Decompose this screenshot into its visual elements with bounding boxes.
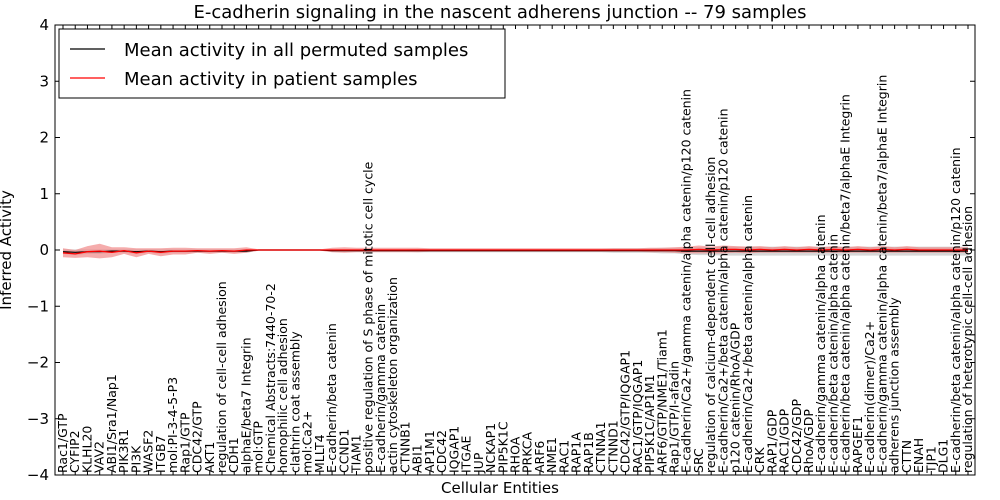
x-tick-label: ITGAE [459, 435, 474, 473]
x-tick-label: RAP1A [569, 432, 584, 473]
x-tick-label: Rap1/GTP/I-afadin [667, 361, 682, 473]
x-tick-label: mol:Ca2+ [300, 411, 315, 473]
x-tick-label: E-cadherin(dimer)/Ca2+ [862, 321, 877, 473]
x-tick-label: PIP5K1C/AP1M1 [642, 374, 657, 473]
series-line-1 [62, 248, 968, 255]
x-tick-label: E-cadherin/gamma catenin/alpha catenin [813, 214, 828, 473]
x-tick-label: ENAH [911, 438, 926, 473]
y-tick-label: −3 [27, 410, 49, 428]
y-tick-label: 3 [39, 72, 49, 90]
x-tick-label: actin cytoskeleton organization [385, 277, 400, 473]
x-tick-label: p120 catenin/RhoA/GDP [728, 322, 743, 473]
x-tick-label: regulation of heterotypic cell-cell adhe… [960, 206, 975, 473]
x-tick-label: RAC1/GTP/IQGAP1 [630, 360, 645, 473]
y-tick-label: 2 [39, 129, 49, 147]
x-tick-label: IQGAP1 [446, 426, 461, 473]
x-tick-label: CTNNB1 [397, 421, 412, 473]
y-tick-label: 4 [39, 16, 49, 34]
x-tick-label: E-cadherin/beta catenin/alpha catenin/p1… [948, 147, 963, 473]
x-tick-label: NME1 [544, 437, 559, 473]
y-tick-label: −4 [27, 466, 49, 484]
x-tick-label: PIK3R1 [116, 429, 131, 473]
x-tick-label: VAV2 [92, 441, 107, 473]
x-tick-label: MLLT4 [312, 434, 327, 473]
x-tick-label: TJP1 [923, 446, 938, 474]
x-tick-label: ARF6 [532, 441, 547, 473]
legend: Mean activity in all permuted samples Me… [58, 28, 506, 99]
x-tick-label: RAC1 [556, 440, 571, 473]
x-tick-label: CDC42 [434, 430, 449, 473]
plot-frame [54, 24, 976, 476]
x-tick-label: CYFIP2 [67, 430, 82, 473]
x-tick-label: E-cadherin/gamma catenin [373, 304, 388, 473]
legend-label-permuted: Mean activity in all permuted samples [124, 40, 468, 61]
x-tick-label: DLG1 [936, 439, 951, 473]
x-tick-label: PI3K [128, 445, 143, 473]
x-tick-label: RHOA [508, 436, 523, 473]
x-tick-label: AP1M1 [422, 430, 437, 473]
x-tick-label: Chemical Abstracts:7440-70-2 [263, 283, 278, 473]
x-tick-label: regulation of cell-cell adhesion [214, 281, 229, 473]
x-tick-label: RAPGEF1 [850, 416, 865, 473]
x-tick-label: mol:PI-3-4-5-P3 [165, 377, 180, 473]
y-tick-label: 0 [39, 241, 49, 259]
x-axis-label: Cellular Entities [441, 479, 559, 497]
x-tick-label: AKT1 [202, 442, 217, 473]
x-tick-label: JUP [471, 452, 486, 474]
x-tick-label: CRK [752, 447, 767, 473]
x-tick-label: RAP1B [581, 432, 596, 473]
x-tick-label: RAC1/GDP [777, 408, 792, 473]
x-tick-label: E-cadherin/beta catenin/alpha catenin/be… [838, 94, 853, 473]
x-tick-label: PIP5K1C [495, 421, 510, 473]
x-tick-label: CTNNA1 [593, 421, 608, 473]
x-tick-label: CDC42/GTP/IQGAP1 [618, 350, 633, 473]
legend-box [58, 28, 506, 99]
x-tick-label: RhoA/GDP [801, 409, 816, 473]
x-tick-label: CTNND1 [605, 420, 620, 473]
x-tick-label: E-cadherin/Ca2+/gamma catenin/alpha cate… [679, 89, 694, 473]
x-tick-label: NCKAP1 [483, 423, 498, 473]
x-tick-label: E-cadherin/Ca2+/beta catenin/alpha caten… [715, 108, 730, 473]
x-tick-label: ARF6/GTP/NME1/Tiam1 [654, 329, 669, 473]
x-tick-label: homophilic cell adhesion [275, 318, 290, 473]
x-axis-ticks: Rac1/GTPCYFIP2KLHL20VAV2ABI1/Sra1/Nap1PI… [55, 25, 975, 475]
series-lines [62, 248, 968, 255]
chart-title: E-cadherin signaling in the nascent adhe… [193, 2, 806, 23]
x-tick-label: CDC42/GDP [789, 399, 804, 474]
x-tick-label: E-cadherin/beta catenin/alpha catenin [826, 234, 841, 473]
x-tick-label: E-cadherin/gamma catenin/alpha catenin/b… [874, 75, 889, 473]
y-tick-label: 1 [39, 185, 49, 203]
x-tick-label: ABI1 [410, 444, 425, 473]
x-tick-label: KLHL20 [80, 426, 95, 473]
x-tick-label: regulation of calcium-dependent cell-cel… [703, 157, 718, 473]
x-tick-label: CTTN [899, 440, 914, 473]
x-tick-label: CDH1 [226, 437, 241, 473]
x-tick-label: CCND1 [336, 429, 351, 473]
y-tick-label: −1 [27, 297, 49, 315]
x-tick-label: PRKCA [520, 432, 535, 473]
x-tick-label: Rap1/GTP [177, 412, 192, 473]
x-tick-label: ABI1/Sra1/Nap1 [104, 374, 119, 473]
x-tick-label: ITGB7 [153, 435, 168, 473]
x-tick-label: CDC42/GTP [190, 401, 205, 473]
y-tick-label: −2 [27, 354, 49, 372]
x-tick-label: adherens junction assembly [887, 297, 902, 473]
x-tick-label: E-cadherin/Ca2+/beta catenin/alpha caten… [740, 195, 755, 473]
x-tick-label: SRC [691, 448, 706, 473]
legend-label-patient: Mean activity in patient samples [124, 69, 418, 90]
x-tick-label: clathrin coat assembly [287, 331, 302, 473]
x-tick-label: WASF2 [141, 430, 156, 473]
x-tick-label: mol:GTP [251, 421, 266, 473]
y-axis-label: Inferred Activity [0, 190, 15, 310]
x-tick-label: TIAM1 [349, 434, 364, 474]
x-tick-label: positive regulation of S phase of mitoti… [361, 161, 376, 473]
x-tick-label: Rac1/GTP [55, 413, 70, 473]
x-tick-label: RAP1/GDP [764, 409, 779, 473]
x-tick-label: E-cadherin/beta catenin [324, 323, 339, 473]
x-tick-label: alphaE/beta7 Integrin [238, 337, 253, 473]
